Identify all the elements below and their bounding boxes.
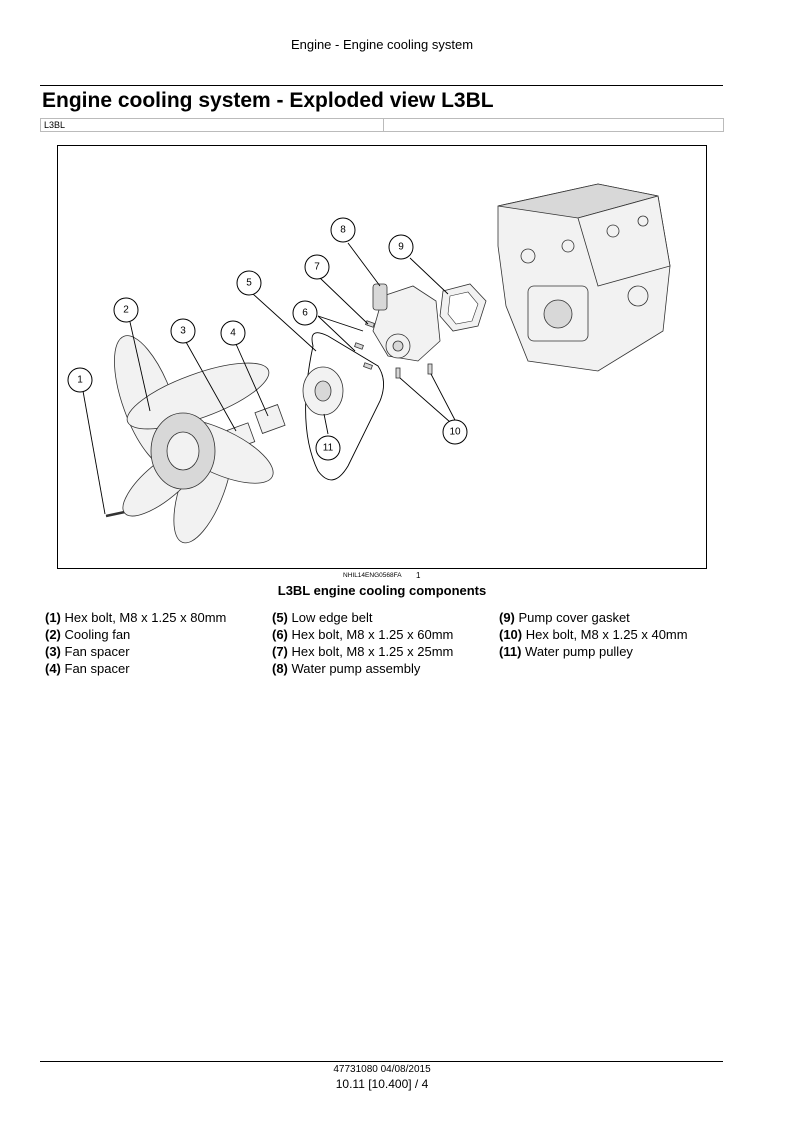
pump-cover-gasket xyxy=(439,283,487,332)
legend-item-7: (7) Hex bolt, M8 x 1.25 x 25mm xyxy=(272,644,454,659)
legend-item-8: (8) Water pump assembly xyxy=(272,661,421,676)
svg-text:8: 8 xyxy=(340,225,346,236)
water-pump-pulley xyxy=(302,366,344,416)
legend-item-6: (6) Hex bolt, M8 x 1.25 x 60mm xyxy=(272,627,454,642)
legend-item-3: (3) Fan spacer xyxy=(45,644,130,659)
applicability-divider xyxy=(383,119,384,131)
callout-3: 3 xyxy=(170,318,196,344)
callout-5: 5 xyxy=(236,270,262,296)
footer-doc-ref: 47731080 04/08/2015 xyxy=(333,1064,431,1075)
callout-8: 8 xyxy=(330,217,356,243)
callout-6: 6 xyxy=(292,300,318,326)
callout-10: 10 xyxy=(442,419,468,445)
svg-text:9: 9 xyxy=(398,242,404,253)
svg-text:4: 4 xyxy=(230,328,236,339)
figure-caption: L3BL engine cooling components xyxy=(277,583,487,598)
callout-9: 9 xyxy=(388,234,414,260)
applicability-box: L3BL xyxy=(40,118,724,132)
header-rule xyxy=(40,85,723,86)
cooling-fan xyxy=(114,335,274,544)
running-header: Engine - Engine cooling system xyxy=(290,37,474,52)
water-pump-assembly xyxy=(372,283,441,362)
legend-item-2: (2) Cooling fan xyxy=(45,627,131,642)
legend-item-5: (5) Low edge belt xyxy=(272,610,373,625)
applicability-model: L3BL xyxy=(44,120,66,130)
legend-column-3: (9) Pump cover gasket (10) Hex bolt, M8 … xyxy=(499,609,688,660)
legend-item-9: (9) Pump cover gasket xyxy=(499,610,630,625)
low-edge-belt xyxy=(305,332,384,481)
exploded-view-figure: 1 2 3 4 5 6 7 8 9 10 11 xyxy=(57,145,707,569)
page-title: Engine cooling system - Exploded view L3… xyxy=(42,89,494,112)
exploded-view-drawing: 1 2 3 4 5 6 7 8 9 10 11 xyxy=(67,183,671,544)
leader-lines xyxy=(82,242,457,515)
svg-text:1: 1 xyxy=(77,375,83,386)
svg-text:3: 3 xyxy=(180,326,186,337)
svg-text:5: 5 xyxy=(246,278,252,289)
legend-item-4: (4) Fan spacer xyxy=(45,661,130,676)
footer-page-number: 10.11 [10.400] / 4 xyxy=(335,1077,429,1091)
callout-7: 7 xyxy=(304,254,330,280)
legend-item-11: (11) Water pump pulley xyxy=(499,644,633,659)
svg-text:2: 2 xyxy=(123,305,129,316)
svg-text:10: 10 xyxy=(449,427,461,438)
callout-2: 2 xyxy=(113,297,139,323)
callout-11: 11 xyxy=(315,435,341,461)
legend-item-10: (10) Hex bolt, M8 x 1.25 x 40mm xyxy=(499,627,688,642)
engine-block xyxy=(497,183,671,372)
callout-4: 4 xyxy=(220,320,246,346)
figure-code: NHIL14ENG0568FA xyxy=(343,572,402,579)
legend-column-1: (1) Hex bolt, M8 x 1.25 x 80mm (2) Cooli… xyxy=(45,609,226,677)
footer-rule xyxy=(40,1061,723,1062)
callout-1: 1 xyxy=(67,367,93,393)
figure-number: 1 xyxy=(416,571,421,580)
legend-item-1: (1) Hex bolt, M8 x 1.25 x 80mm xyxy=(45,610,227,625)
svg-text:7: 7 xyxy=(314,262,320,273)
svg-text:6: 6 xyxy=(302,308,308,319)
legend-column-2: (5) Low edge belt (6) Hex bolt, M8 x 1.2… xyxy=(272,609,453,677)
svg-text:11: 11 xyxy=(323,443,334,454)
